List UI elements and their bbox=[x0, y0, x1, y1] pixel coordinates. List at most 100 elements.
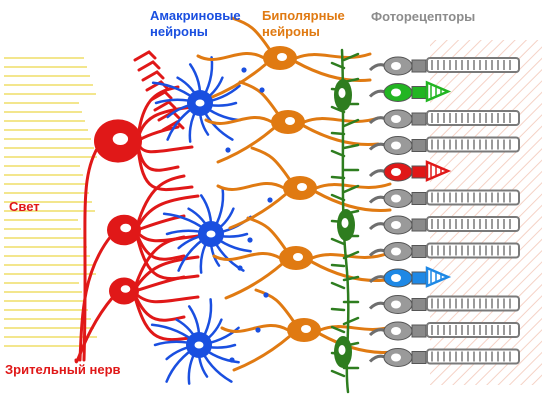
rod-cell bbox=[368, 189, 520, 208]
bipolar-cell-nucleus bbox=[293, 253, 303, 261]
ganglion-cell-nucleus bbox=[112, 133, 129, 145]
horizontal-branch bbox=[330, 316, 360, 334]
amacrine-cell-nucleus bbox=[206, 230, 216, 238]
photoreceptors-label: Фоторецепторы bbox=[371, 9, 476, 24]
cone-green-cell bbox=[368, 80, 452, 103]
synapse-dots bbox=[225, 67, 273, 363]
ganglion-dendrite bbox=[136, 145, 194, 192]
synapse-dot bbox=[263, 292, 269, 298]
receptor-nucleus bbox=[391, 194, 401, 203]
ganglion-axon bbox=[74, 295, 115, 364]
bipolar-axon bbox=[238, 80, 280, 116]
horizontal-branch bbox=[330, 143, 360, 158]
receptor-inner-segment bbox=[411, 112, 427, 126]
ganglion-cell-nucleus bbox=[120, 223, 132, 233]
bipolar-cell-nucleus bbox=[297, 183, 307, 191]
receptor-inner-segment bbox=[411, 245, 427, 258]
receptor-nucleus bbox=[391, 115, 401, 123]
bipolar-axon bbox=[208, 62, 268, 100]
receptor-nucleus bbox=[391, 141, 401, 150]
bipolar-axon bbox=[230, 16, 272, 52]
ganglion-dendrite-twig bbox=[133, 50, 157, 62]
cone-red-cell bbox=[368, 160, 452, 182]
ganglion-dendrite bbox=[133, 255, 200, 291]
bipolar-axon bbox=[216, 182, 286, 191]
horizontal-branch bbox=[330, 184, 360, 202]
receptor-inner-segment bbox=[411, 139, 427, 152]
bipolar-label: Биполярные нейроны bbox=[262, 8, 345, 39]
bipolar-cell-nucleus bbox=[277, 53, 287, 61]
bipolar-axon bbox=[204, 116, 274, 125]
receptor-inner-segment bbox=[411, 165, 427, 179]
horizontal-cell-nucleus bbox=[338, 345, 346, 355]
ganglion-dendrite-twig bbox=[141, 70, 165, 82]
ganglion-dendrite bbox=[133, 293, 186, 322]
amacrine-cells bbox=[186, 90, 224, 358]
ganglion-axon bbox=[82, 145, 100, 362]
ganglion-dendrite bbox=[135, 232, 186, 261]
bipolar-axon bbox=[224, 262, 284, 300]
receptor-inner-segment bbox=[411, 298, 427, 311]
ganglion-dendrite bbox=[135, 234, 200, 281]
synapse-dot bbox=[225, 147, 231, 153]
bipolar-axon bbox=[250, 146, 292, 182]
bipolar-axon bbox=[254, 288, 296, 324]
cone-blue-cell bbox=[368, 266, 452, 288]
synapse-dot bbox=[247, 237, 253, 243]
orange-dendrites bbox=[196, 16, 396, 372]
receptor-inner-segment bbox=[411, 59, 427, 73]
bipolar-axon bbox=[212, 252, 282, 261]
receptor-inner-segment bbox=[411, 218, 427, 232]
light-label: Свет bbox=[9, 199, 40, 214]
horizontal-branch bbox=[330, 118, 360, 136]
horizontal-cell-nucleus bbox=[338, 88, 346, 98]
receptor-nucleus bbox=[391, 221, 401, 229]
synapse-dot bbox=[229, 357, 235, 363]
rod-cell bbox=[368, 56, 520, 76]
synapse-dot bbox=[237, 265, 243, 271]
receptor-nucleus bbox=[391, 62, 401, 70]
ganglion-dendrite bbox=[133, 295, 200, 342]
synapse-dot bbox=[241, 67, 247, 73]
amacrine-cell-nucleus bbox=[195, 99, 205, 107]
light-rays bbox=[4, 57, 97, 347]
ganglion-dendrite bbox=[136, 105, 194, 141]
photoreceptor-cells bbox=[368, 56, 520, 367]
bipolar-dendrite bbox=[294, 60, 372, 82]
optic-nerve-label: Зрительный нерв bbox=[5, 362, 121, 377]
horizontal-branch bbox=[330, 168, 360, 180]
cone-outer-segment bbox=[425, 80, 452, 103]
bipolar-dendrite bbox=[314, 182, 392, 190]
horizontal-branch bbox=[330, 300, 360, 312]
horizontal-branch bbox=[330, 52, 360, 70]
red-dendrites bbox=[74, 50, 200, 364]
bipolar-axon bbox=[228, 192, 288, 230]
ganglion-dendrite bbox=[133, 291, 200, 304]
receptor-nucleus bbox=[391, 274, 401, 282]
bipolar-dendrite bbox=[294, 52, 372, 60]
synapse-dot bbox=[267, 197, 273, 203]
ganglion-dendrite bbox=[136, 141, 194, 154]
rod-cell bbox=[368, 321, 520, 341]
ganglion-dendrite bbox=[135, 174, 186, 228]
cone-outer-segment bbox=[425, 160, 452, 182]
receptor-inner-segment bbox=[411, 324, 427, 338]
synapse-dot bbox=[259, 87, 265, 93]
rod-cell bbox=[368, 136, 520, 155]
ganglion-dendrite bbox=[135, 230, 200, 243]
horizontal-branch bbox=[330, 275, 360, 290]
receptor-nucleus bbox=[391, 300, 401, 309]
receptor-inner-segment bbox=[411, 351, 427, 364]
rod-cell bbox=[368, 295, 520, 314]
horizontal-cell-nucleus bbox=[341, 218, 349, 228]
bipolar-axon bbox=[232, 334, 292, 372]
horizontal-cells bbox=[334, 79, 355, 368]
bipolar-axon bbox=[220, 324, 290, 333]
amacrine-cell-nucleus bbox=[194, 341, 204, 349]
cone-outer-segment bbox=[425, 266, 452, 288]
ganglion-dendrite-twig bbox=[149, 90, 173, 102]
receptor-inner-segment bbox=[411, 192, 427, 205]
ganglion-dendrite-twig bbox=[153, 100, 177, 112]
synapse-dot bbox=[255, 327, 261, 333]
